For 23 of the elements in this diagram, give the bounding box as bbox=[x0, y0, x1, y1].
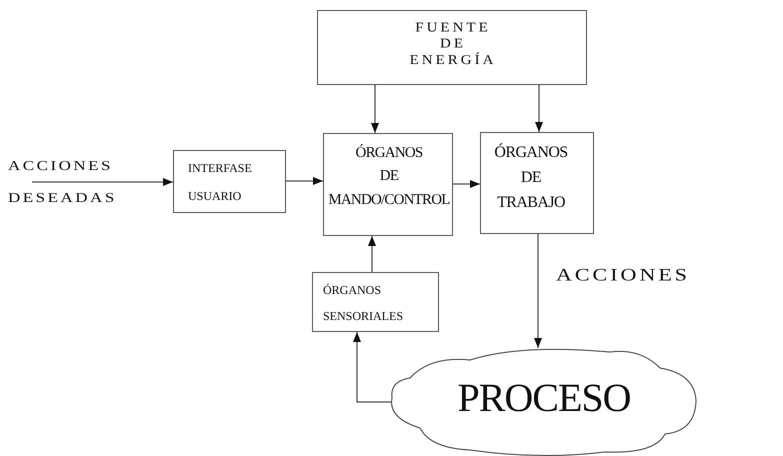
process-box bbox=[323, 133, 453, 236]
arrow bbox=[534, 234, 542, 348]
node-label: ÓRGANOS DE TRABAJO bbox=[493, 142, 569, 213]
source-box bbox=[317, 10, 587, 85]
process-box bbox=[173, 150, 286, 213]
arrow bbox=[286, 177, 324, 185]
node-label: INTERFASE USUARIO bbox=[188, 160, 253, 205]
text-label: ACCIONES bbox=[556, 264, 690, 286]
arrow bbox=[535, 84, 543, 132]
arrow bbox=[32, 178, 174, 186]
node-label: ÓRGANOS DE MANDO/CONTROL bbox=[327, 143, 451, 210]
node-label: DESEADAS bbox=[8, 190, 118, 206]
node-label: ÓRGANOS SENSORIALES bbox=[323, 282, 404, 326]
arrow bbox=[452, 180, 480, 188]
process-cloud bbox=[390, 346, 698, 456]
arrow bbox=[353, 332, 392, 402]
node-label: FUENTE DE ENERGÍA bbox=[408, 20, 498, 68]
process-box bbox=[480, 132, 594, 234]
arrow bbox=[368, 236, 376, 272]
node-label: ACCIONES bbox=[8, 158, 114, 174]
arrow bbox=[371, 84, 379, 134]
node-label: PROCESO bbox=[456, 374, 632, 422]
process-box bbox=[312, 272, 439, 332]
